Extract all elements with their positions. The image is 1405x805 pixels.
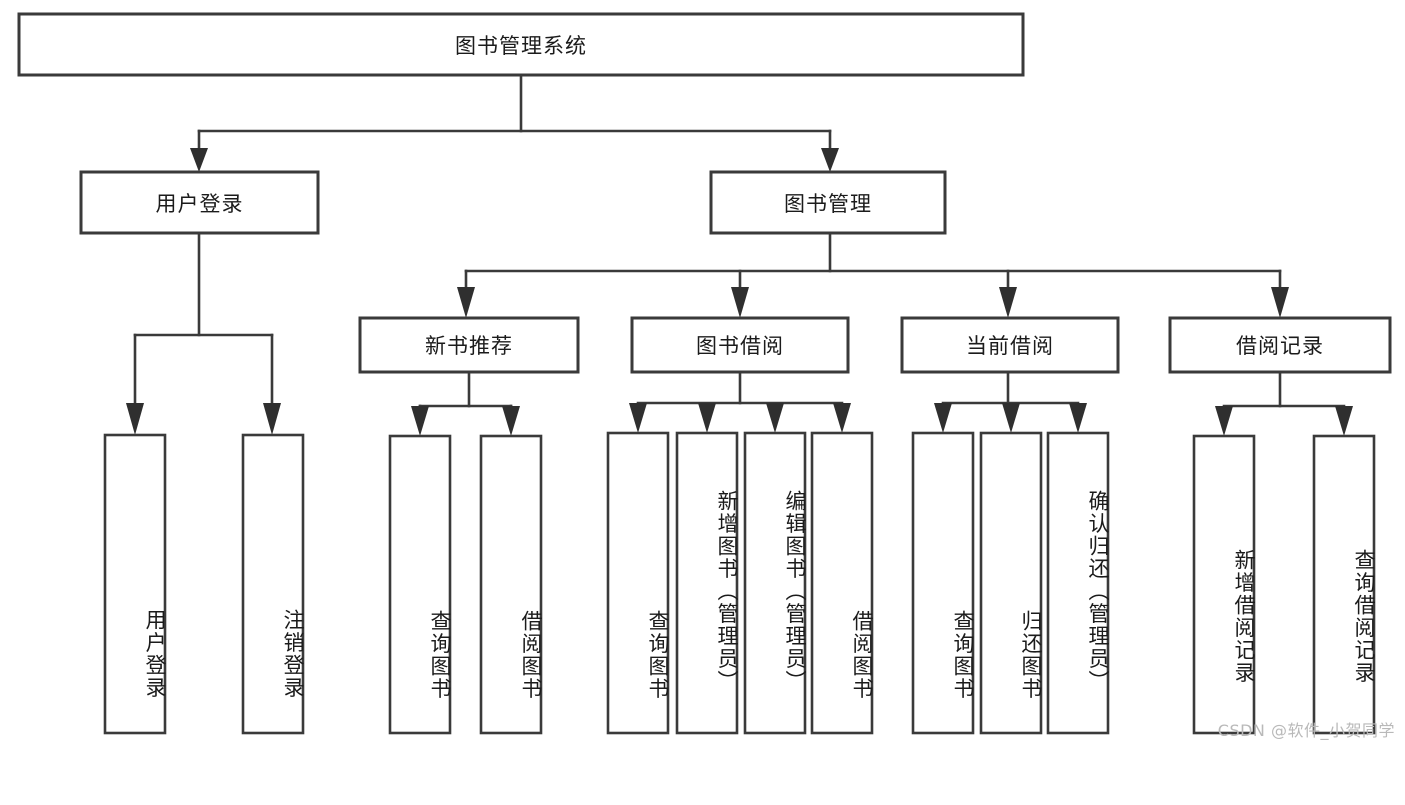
node-leaf-return-book[interactable] [979, 431, 1043, 735]
node-leaf-query-book-2[interactable] [606, 431, 670, 735]
arrowhead-leaf-user-login [126, 403, 144, 435]
arrowhead-book-borrow [731, 287, 749, 318]
arrowhead-leaf-query-record [1335, 406, 1353, 436]
node-leaf-add-book[interactable] [675, 431, 739, 735]
node-leaf-logout[interactable] [241, 433, 305, 735]
node-root[interactable] [17, 12, 1025, 77]
node-leaf-borrow-book-1[interactable] [479, 434, 543, 735]
connector-group [126, 73, 1353, 436]
node-leaf-confirm-return[interactable] [1046, 431, 1110, 735]
arrowhead-leaf-edit-book [766, 403, 784, 433]
node-leaf-query-book-1[interactable] [388, 434, 452, 735]
node-leaf-query-book-3[interactable] [911, 431, 975, 735]
node-leaf-borrow-book-2[interactable] [810, 431, 874, 735]
arrowhead-leaf-add-record [1215, 406, 1233, 436]
arrowhead-leaf-return-book [1002, 403, 1020, 433]
arrowhead-new-book-rec [457, 287, 475, 318]
arrowhead-user-login [190, 148, 208, 172]
flowchart-svg [17, 12, 1392, 735]
node-leaf-user-login[interactable] [103, 433, 167, 735]
arrowhead-leaf-borrow-book-2 [833, 403, 851, 433]
arrowhead-borrow-record [1271, 287, 1289, 318]
node-borrow-record[interactable] [1168, 316, 1392, 374]
arrowhead-leaf-confirm-return [1069, 403, 1087, 433]
arrowhead-leaf-logout [263, 403, 281, 435]
node-leaf-query-record[interactable] [1312, 434, 1376, 735]
node-new-book-rec[interactable] [358, 316, 580, 374]
node-leaf-add-record[interactable] [1192, 434, 1256, 735]
arrowhead-book-manage [821, 148, 839, 172]
node-book-manage[interactable] [709, 170, 947, 235]
node-box-group [17, 12, 1392, 735]
arrowhead-leaf-query-book-3 [934, 403, 952, 433]
node-book-borrow[interactable] [630, 316, 850, 374]
arrowhead-leaf-query-book-1 [411, 406, 429, 436]
node-user-login[interactable] [79, 170, 320, 235]
arrowhead-current-borrow [999, 287, 1017, 318]
node-current-borrow[interactable] [900, 316, 1120, 374]
diagram-canvas: 图书管理系统 用户登录 图书管理 新书推荐 图书借阅 当前借阅 借阅记录 用户登… [17, 12, 1394, 740]
arrowhead-leaf-borrow-book-1 [502, 406, 520, 436]
arrowhead-leaf-query-book-2 [629, 403, 647, 433]
arrowhead-leaf-add-book [698, 403, 716, 433]
node-leaf-edit-book[interactable] [743, 431, 807, 735]
